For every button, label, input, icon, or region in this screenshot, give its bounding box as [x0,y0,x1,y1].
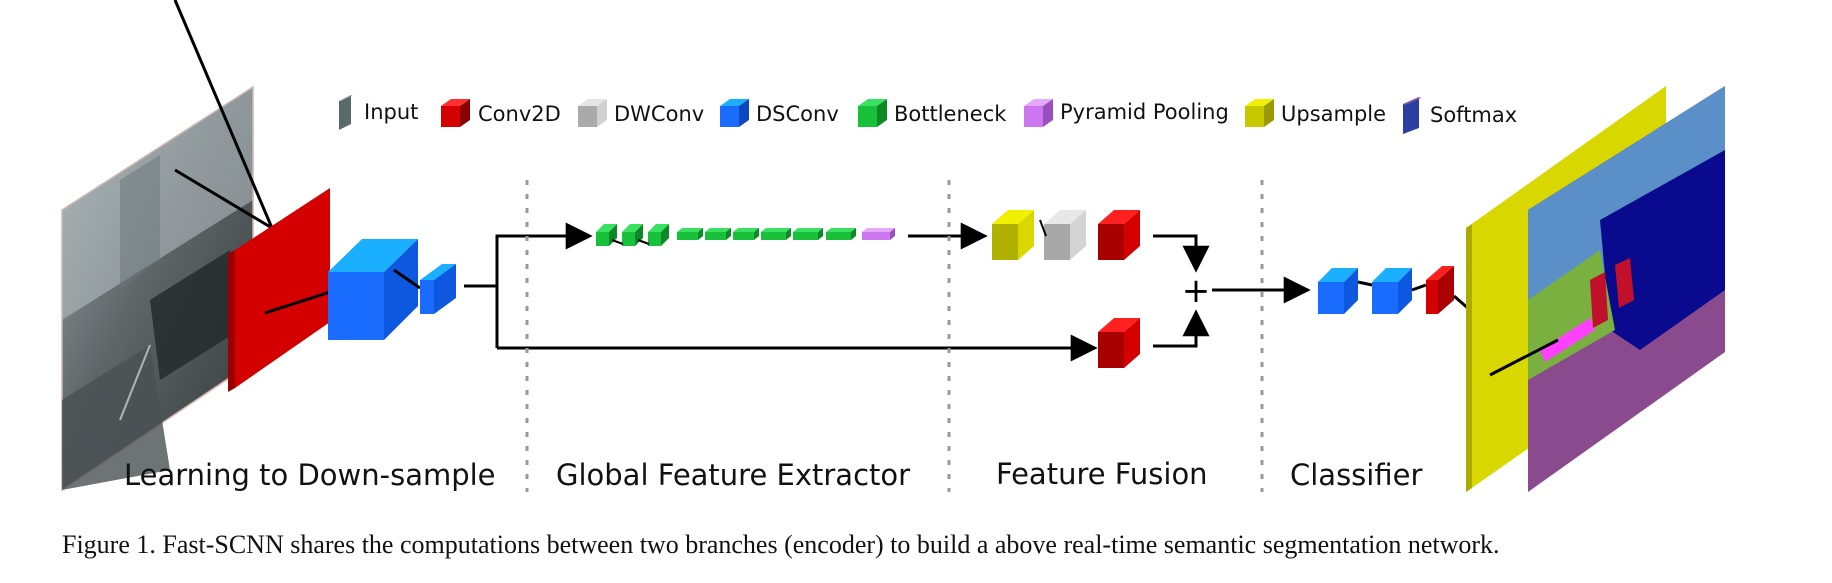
bottleneck-stack [596,224,895,246]
legend-label-pyramid: Pyramid Pooling [1060,100,1229,124]
pyramid-pooling-block [862,228,895,240]
legend-item-dwconv: DWConv [578,99,704,127]
bottleneck-block [733,228,759,240]
dsconv-block-small [420,264,456,314]
branch-connectors [464,222,1098,362]
fusion-add-symbol: + [1182,271,1211,311]
legend-item-dsconv: DSConv [720,99,839,127]
section-label-classifier: Classifier [1290,458,1422,492]
bottleneck-block [761,228,791,240]
legend-item-softmax: Softmax [1403,97,1517,134]
legend-label-bottleneck: Bottleneck [894,102,1007,126]
section-label-learning-to-downsample: Learning to Down-sample [124,458,496,492]
legend-item-pyramid: Pyramid Pooling [1024,99,1229,127]
upsample-block [992,210,1034,260]
legend-item-conv2d: Conv2D [441,99,561,127]
legend-item-upsample: Upsample [1245,99,1386,127]
section-label-feature-fusion: Feature Fusion [996,457,1208,491]
classifier-conv2d-block [1426,266,1454,314]
classifier-dsconv-block [1318,268,1358,314]
legend-label-dwconv: DWConv [614,102,704,126]
conv2d-block-fusion-bottom [1098,318,1140,368]
bottleneck-block [596,224,617,246]
fusion-connectors [1153,234,1311,348]
legend: Input Conv2D DWConv DSConv Bottleneck [339,95,1517,134]
input-image [61,0,274,492]
bottleneck-block [705,228,731,240]
softmax-output-map [1528,86,1725,492]
section-label-global-feature-extractor: Global Feature Extractor [556,458,910,492]
conv2d-block-large [228,188,331,392]
legend-label-input: Input [364,100,418,124]
classifier-dsconv-block [1372,268,1412,314]
section-dividers [525,180,1264,492]
figure-caption: Figure 1. Fast-SCNN shares the computati… [62,530,1500,559]
bottleneck-block [648,224,669,246]
legend-label-dsconv: DSConv [756,102,839,126]
legend-label-conv2d: Conv2D [478,102,561,126]
conv2d-block-fusion-top [1098,210,1140,260]
bottleneck-block [793,228,823,240]
legend-item-input: Input [339,95,418,130]
bottleneck-block [826,228,856,240]
bottleneck-block [677,228,703,240]
dwconv-block [1039,210,1086,260]
dsconv-block-large [328,239,421,340]
bottleneck-block [622,224,643,246]
legend-label-softmax: Softmax [1430,103,1517,127]
legend-item-bottleneck: Bottleneck [858,99,1007,127]
legend-label-upsample: Upsample [1281,102,1386,126]
